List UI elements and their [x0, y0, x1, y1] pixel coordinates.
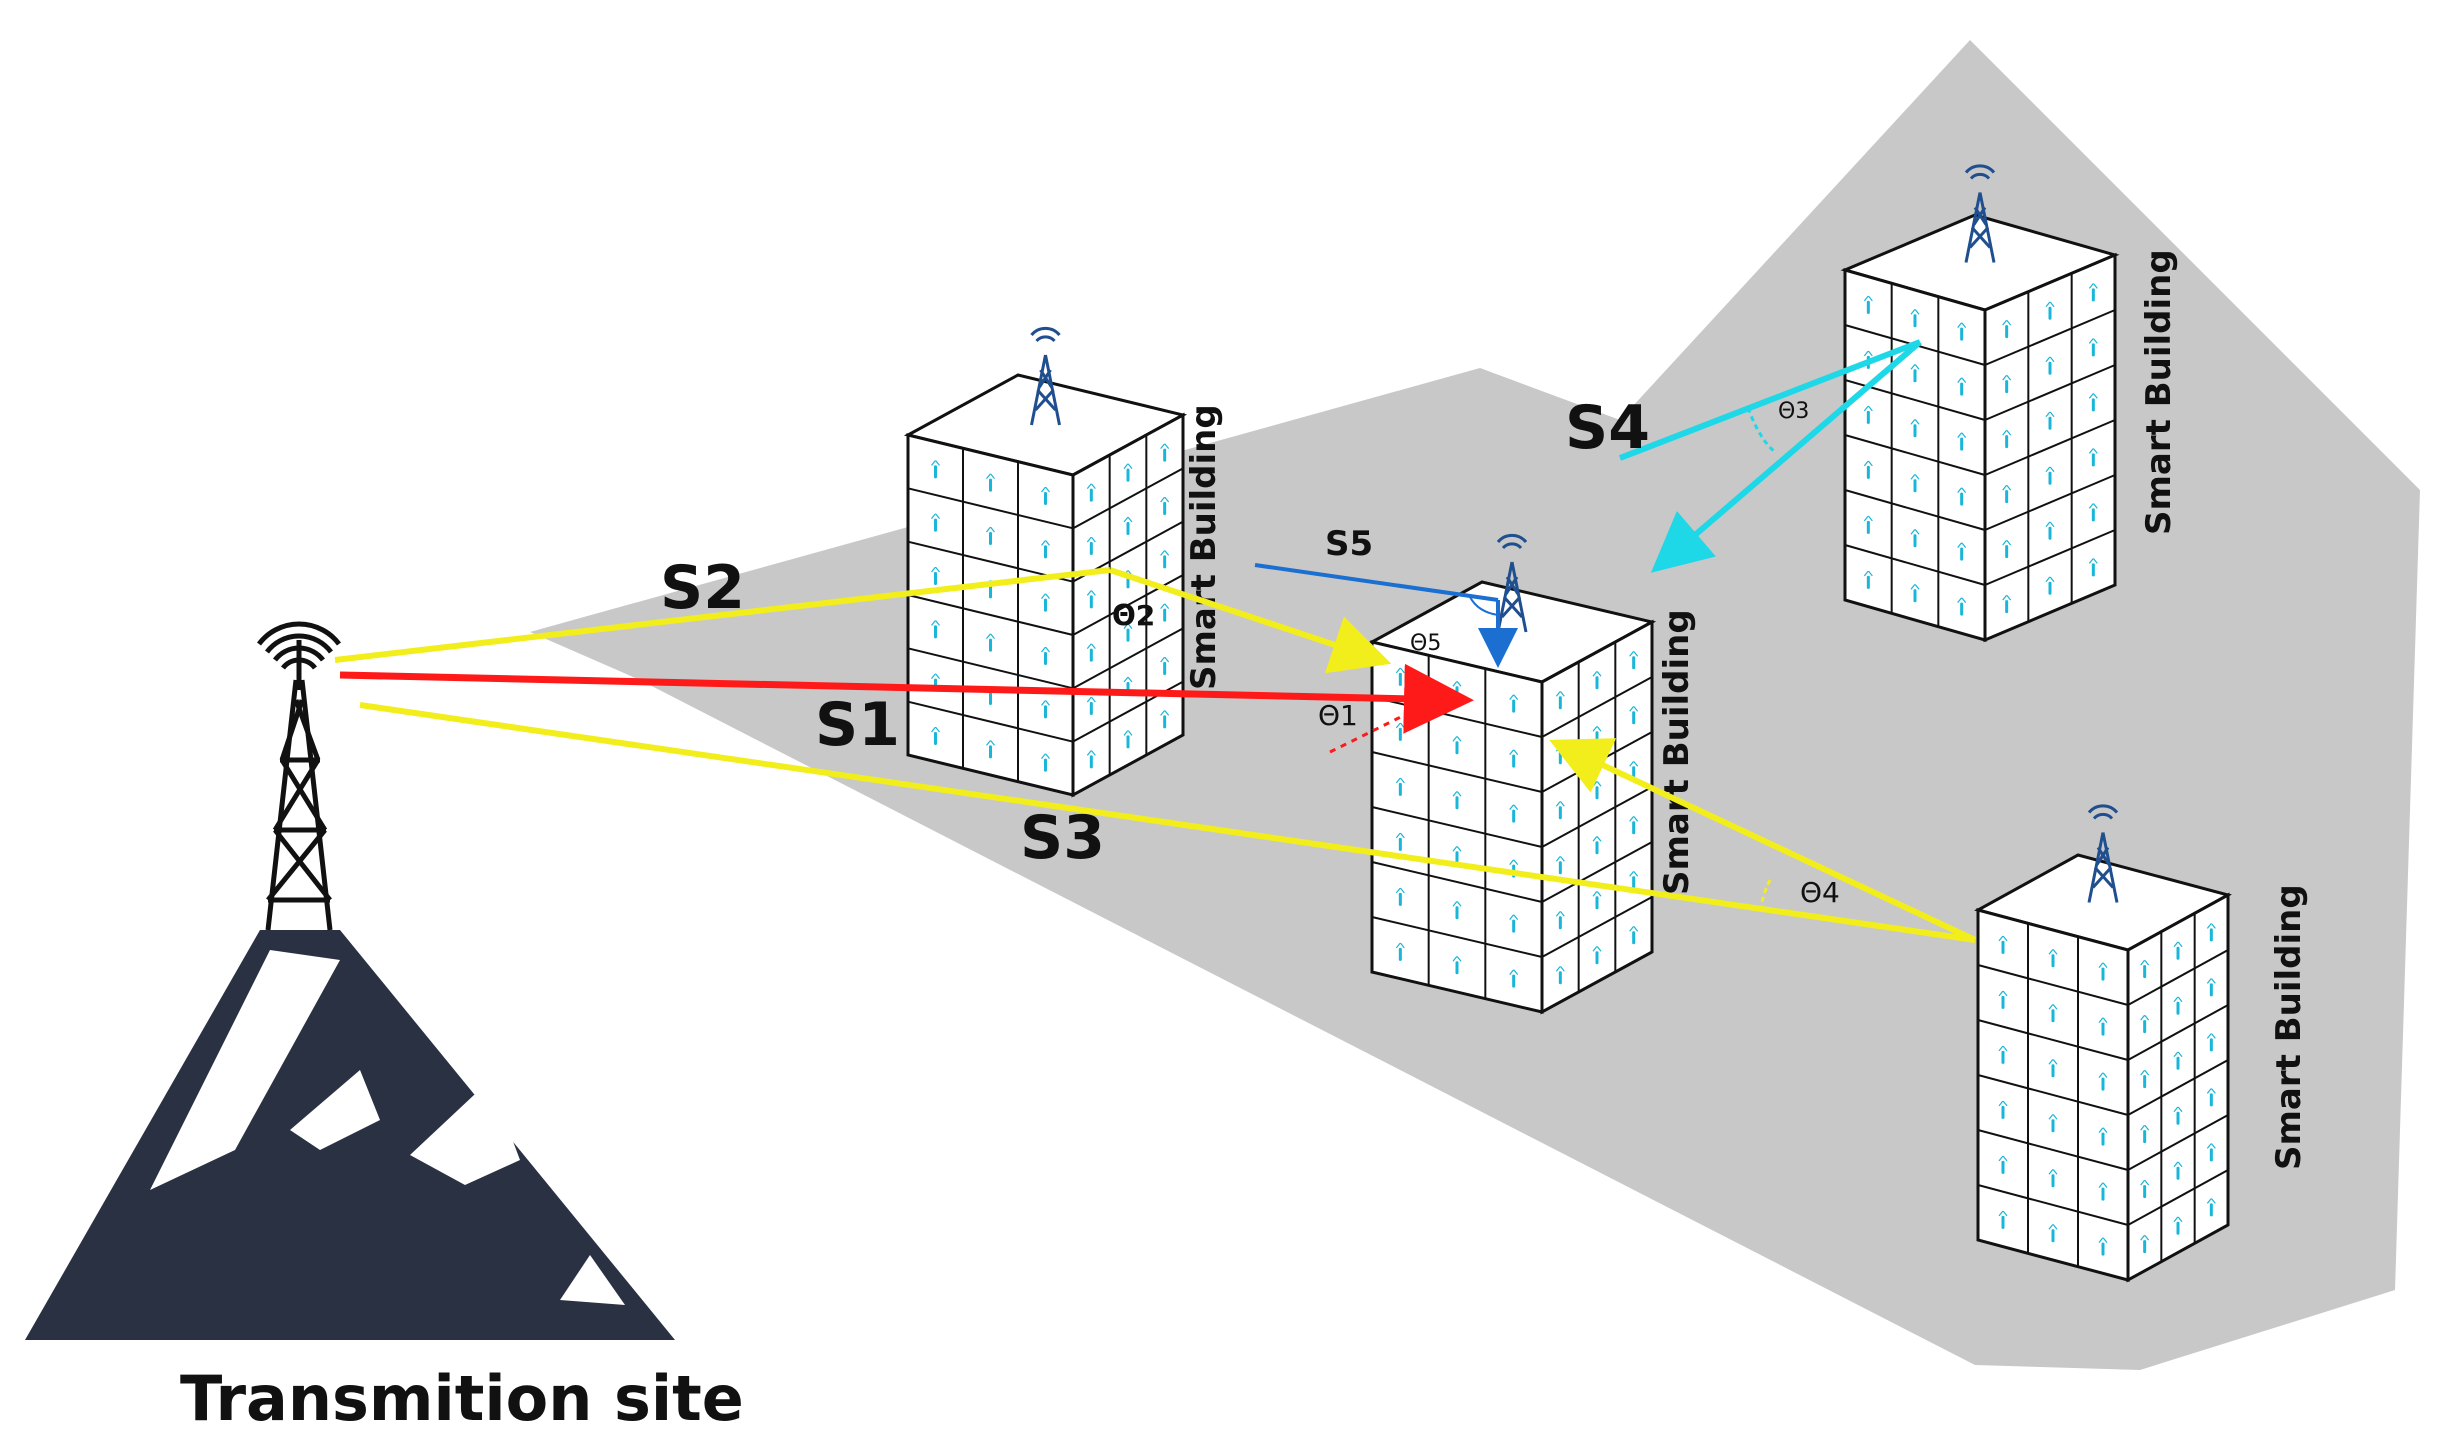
s4-path [1618, 339, 1922, 461]
floor-line [1977, 1019, 2129, 1061]
floor-line [907, 647, 1074, 690]
theta5-label: Θ5 [1410, 631, 1441, 656]
floor-line [2127, 949, 2229, 1006]
floor-line [1844, 544, 1986, 586]
s1-path [339, 663, 1474, 734]
rooftop-antenna-icon [1964, 164, 1996, 263]
building-4: Smart Building [1974, 804, 2309, 1283]
theta3-arc [1746, 407, 1776, 454]
s3-reflect [1549, 738, 1977, 943]
transmission-tower [265, 640, 333, 931]
s5-label: S5 [1325, 524, 1373, 564]
s3-path [359, 702, 1976, 943]
s2-path-reflect [1109, 567, 1392, 674]
floor-line [907, 487, 1074, 530]
floor-line [907, 700, 1074, 743]
floor-line [1371, 751, 1543, 793]
signal-paths [334, 339, 1977, 943]
floor-line [2127, 1059, 2229, 1116]
floor-line [1072, 467, 1184, 530]
theta4-arc [1760, 879, 1772, 913]
smart-building-label: Smart Building [1184, 404, 1224, 690]
rooftop-antenna-icon [2087, 804, 2119, 903]
floor-line [1984, 364, 2116, 421]
theta5-arc [1469, 596, 1499, 616]
floor-line [1984, 419, 2116, 476]
floor-line [1977, 1074, 2129, 1116]
rooftop-antenna-icon [1030, 326, 1061, 426]
smart-building-label: Smart Building [2139, 249, 2179, 535]
floor-line [1371, 861, 1543, 903]
floor-line [1977, 1184, 2129, 1226]
floor-line [1984, 309, 2116, 366]
floor-line [1541, 896, 1653, 958]
theta2-label: Θ2 [1112, 599, 1155, 632]
s5-path [1254, 563, 1499, 602]
floor-line [1541, 676, 1653, 738]
signal-waves-icon [257, 621, 341, 670]
floor-line [1072, 574, 1184, 636]
floor-line [1371, 806, 1543, 848]
floor-line [1844, 434, 1986, 476]
floor-line [1541, 786, 1653, 848]
floor-line [1977, 1129, 2129, 1171]
floor-line [1984, 529, 2116, 586]
s1-normal [1329, 703, 1426, 754]
s2-label: S2 [660, 553, 745, 623]
s2-path-in [334, 567, 1111, 663]
theta3-label: Θ3 [1778, 399, 1809, 424]
transmission-site-label: Transmition site [180, 1362, 744, 1435]
mountain [25, 930, 675, 1340]
s3-label: S3 [1020, 803, 1105, 873]
rooftop-antenna-icon [1496, 533, 1528, 633]
building-1: Smart Building [903, 326, 1224, 798]
theta1-label: Θ1 [1318, 699, 1358, 732]
floor-line [1541, 841, 1653, 903]
floor-line [1984, 474, 2116, 531]
floor-line [2127, 1169, 2229, 1226]
floor-line [1844, 489, 1986, 531]
building-3: Smart Building [1840, 164, 2179, 643]
floor-line [907, 594, 1074, 636]
s4-reflect [1650, 339, 1922, 573]
s4-label: S4 [1565, 393, 1650, 463]
floor-line [2127, 1004, 2229, 1061]
s1-label: S1 [815, 690, 900, 760]
floor-line [1072, 627, 1184, 690]
floor-line [2127, 1114, 2229, 1171]
building-2: Smart Building [1367, 533, 1697, 1015]
smart-building-label: Smart Building [2269, 884, 2309, 1170]
theta4-label: Θ4 [1800, 876, 1840, 909]
smart-building-label: Smart Building [1657, 609, 1697, 895]
floor-line [1371, 916, 1543, 958]
floor-line [1977, 964, 2129, 1006]
